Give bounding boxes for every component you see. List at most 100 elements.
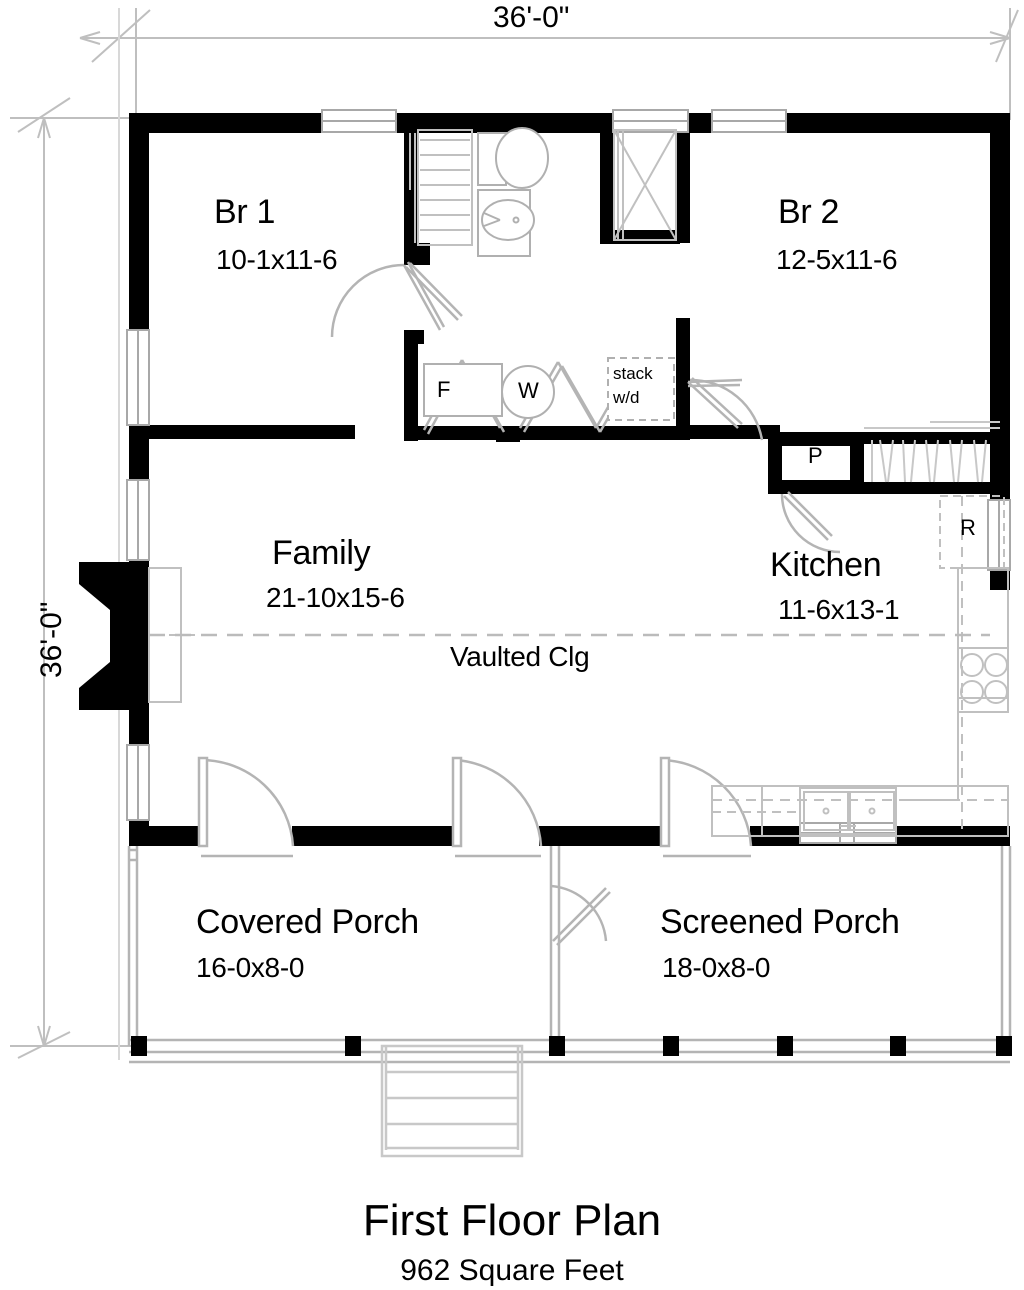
porch-post xyxy=(777,1036,793,1056)
door-family-3-leaf xyxy=(659,756,671,848)
door-family-3-arc xyxy=(662,758,753,847)
porch-post xyxy=(996,1036,1012,1056)
wall-pantry-left xyxy=(768,432,782,494)
sink-drain-right xyxy=(868,807,876,815)
fireplace-wall-tie xyxy=(129,548,143,724)
water-heater-circle xyxy=(501,365,555,419)
bifold-right-panel-b xyxy=(556,361,602,433)
room-label-family: Family xyxy=(272,534,371,572)
sink-drain xyxy=(512,216,520,224)
wall-pantry-right xyxy=(850,432,864,494)
fixture-tag-stack-wd-line2: w/d xyxy=(613,388,640,407)
refrigerator-box xyxy=(939,495,1005,569)
dim-arrow-left-top xyxy=(37,117,51,139)
sink-basin-left xyxy=(803,791,849,831)
door-family-2-arc xyxy=(454,758,543,847)
hanger xyxy=(949,439,955,483)
wall-bedroomwing-jamb xyxy=(404,425,418,441)
wall-bottom-seg-3 xyxy=(539,826,663,846)
sink-double-outline xyxy=(799,787,897,835)
porch-posts xyxy=(131,1036,1012,1056)
wall-closet-bottom xyxy=(864,482,1010,494)
counter-right-upper xyxy=(957,567,1009,699)
wall-br1-bath-jamb xyxy=(404,243,430,265)
wall-bath-br2 xyxy=(600,128,614,243)
bathroom-fixtures xyxy=(477,127,549,257)
room-dim-family: 21-10x15-6 xyxy=(266,582,405,613)
porch-door-leaf xyxy=(552,887,611,946)
plan-subtitle: 962 Square Feet xyxy=(400,1254,624,1287)
wall-br2-closet-bottom xyxy=(600,230,680,244)
dim-arrow-top-left xyxy=(79,31,101,45)
wall-top-seg-1 xyxy=(129,113,322,133)
sink-drain-left xyxy=(822,807,830,815)
wall-laundry-bottom xyxy=(404,426,690,440)
furnace-box xyxy=(423,363,503,417)
shower-outline xyxy=(613,129,677,241)
closet-br1-bifold xyxy=(402,261,446,331)
wall-bottom-seg-2 xyxy=(292,826,455,846)
wall-top-seg-2 xyxy=(396,113,613,133)
porch-door-arc xyxy=(550,884,608,942)
porch-post xyxy=(131,1036,147,1056)
dim-arrow-left-bottom xyxy=(37,1025,51,1047)
room-dim-br2: 12-5x11-6 xyxy=(776,244,898,275)
hanger xyxy=(879,439,887,483)
fireplace xyxy=(79,548,149,724)
room-label-covered-porch: Covered Porch xyxy=(196,903,419,941)
door-family-1-arc xyxy=(200,758,295,847)
hanger xyxy=(910,439,916,483)
porch-wall-tick xyxy=(129,848,137,862)
porch-outline xyxy=(127,846,1012,1064)
hanger xyxy=(957,439,963,483)
interior-walls xyxy=(129,113,1010,494)
shower-stall xyxy=(613,129,677,241)
dim-tick-top-right xyxy=(995,9,1019,63)
wall-br2-bottom-stub xyxy=(690,425,780,439)
porch-post xyxy=(549,1036,565,1056)
hanger xyxy=(933,439,939,483)
wall-right-seg-2 xyxy=(990,570,1010,590)
fixture-tag-water-heater: W xyxy=(518,378,539,403)
fixture-tag-pantry: P xyxy=(808,443,823,468)
room-label-br1: Br 1 xyxy=(214,193,276,231)
wall-left-seg-1 xyxy=(129,113,149,330)
fixture-tag-refrigerator: R xyxy=(960,515,976,540)
hanger xyxy=(902,439,906,483)
wall-laundry-left xyxy=(404,330,418,440)
fixture-tag-furnace: F xyxy=(437,377,451,402)
wall-laundry-top-left-stub xyxy=(404,330,424,344)
room-dim-br1: 10-1x11-6 xyxy=(216,244,338,275)
room-dim-screened-porch: 18-0x8-0 xyxy=(662,952,771,983)
dimension-top-label: 36'-0" xyxy=(493,1,570,34)
door-family-1-leaf xyxy=(197,756,209,848)
burner xyxy=(984,653,1008,677)
door-br2-leaf xyxy=(687,377,743,429)
room-dim-kitchen: 11-6x13-1 xyxy=(778,594,900,625)
burner xyxy=(960,680,984,704)
kitchen-casework xyxy=(711,495,1009,837)
hanger xyxy=(887,439,894,483)
note-vaulted-ceiling: Vaulted Clg xyxy=(450,641,590,672)
burner xyxy=(960,653,984,677)
cooktop xyxy=(957,647,1009,713)
door-pantry-leaf xyxy=(783,491,833,541)
porch-steps xyxy=(380,1044,524,1158)
toilet-bowl xyxy=(495,127,549,189)
porch-post xyxy=(890,1036,906,1056)
closet-br1-contents xyxy=(409,129,473,246)
dim-tick-top-left xyxy=(91,9,151,63)
burner xyxy=(984,680,1008,704)
hanger xyxy=(981,439,987,483)
room-label-screened-porch: Screened Porch xyxy=(660,903,900,941)
porch-post xyxy=(663,1036,679,1056)
hanger xyxy=(973,439,979,483)
faucet xyxy=(483,212,501,227)
doors xyxy=(129,261,841,862)
wall-top-seg-4 xyxy=(786,113,1010,133)
dimension-lines xyxy=(10,8,1019,1060)
dimension-left-label: 36'-0" xyxy=(35,601,68,678)
wall-bedroomwing-family-left xyxy=(129,425,355,439)
wall-br2-closet-right xyxy=(676,128,690,243)
